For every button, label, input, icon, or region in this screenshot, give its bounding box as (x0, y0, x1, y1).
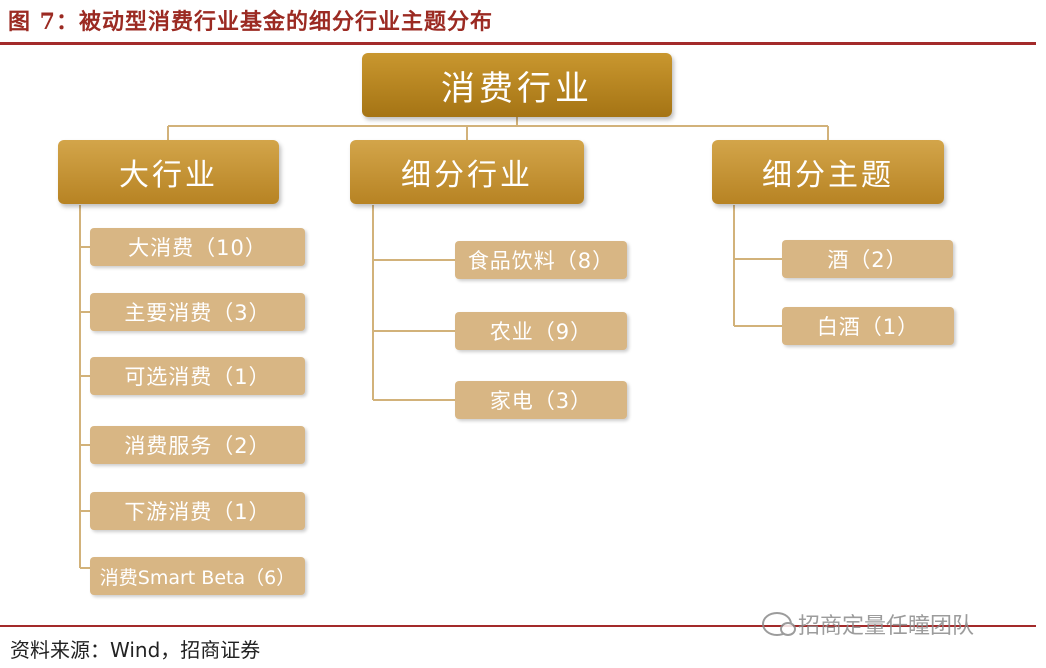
watermark: 招商定量任瞳团队 (762, 608, 974, 640)
leaf-node: 农业（9） (455, 312, 627, 350)
leaf-node: 酒（2） (782, 240, 953, 278)
leaf-node: 大消费（10） (90, 228, 305, 266)
leaf-node: 家电（3） (455, 381, 627, 419)
wechat-icon (762, 612, 796, 636)
group-node-large-industry: 大行业 (58, 140, 279, 204)
watermark-text: 招商定量任瞳团队 (798, 614, 975, 639)
leaf-node: 消费服务（2） (90, 426, 305, 464)
leaf-node: 消费Smart Beta（6） (90, 557, 305, 595)
leaf-node: 可选消费（1） (90, 357, 305, 395)
group-node-sub-industry: 细分行业 (350, 140, 584, 204)
leaf-node: 主要消费（3） (90, 293, 305, 331)
figure-title: 图 7：被动型消费行业基金的细分行业主题分布 (8, 9, 493, 35)
group-node-sub-theme: 细分主题 (712, 140, 944, 204)
leaf-node: 下游消费（1） (90, 492, 305, 530)
source-note: 资料来源：Wind，招商证券 (10, 638, 261, 662)
leaf-node: 白酒（1） (782, 307, 954, 345)
leaf-node: 食品饮料（8） (455, 241, 627, 279)
title-rule (0, 42, 1036, 45)
footer-rule (0, 625, 1036, 627)
root-node: 消费行业 (362, 53, 672, 117)
